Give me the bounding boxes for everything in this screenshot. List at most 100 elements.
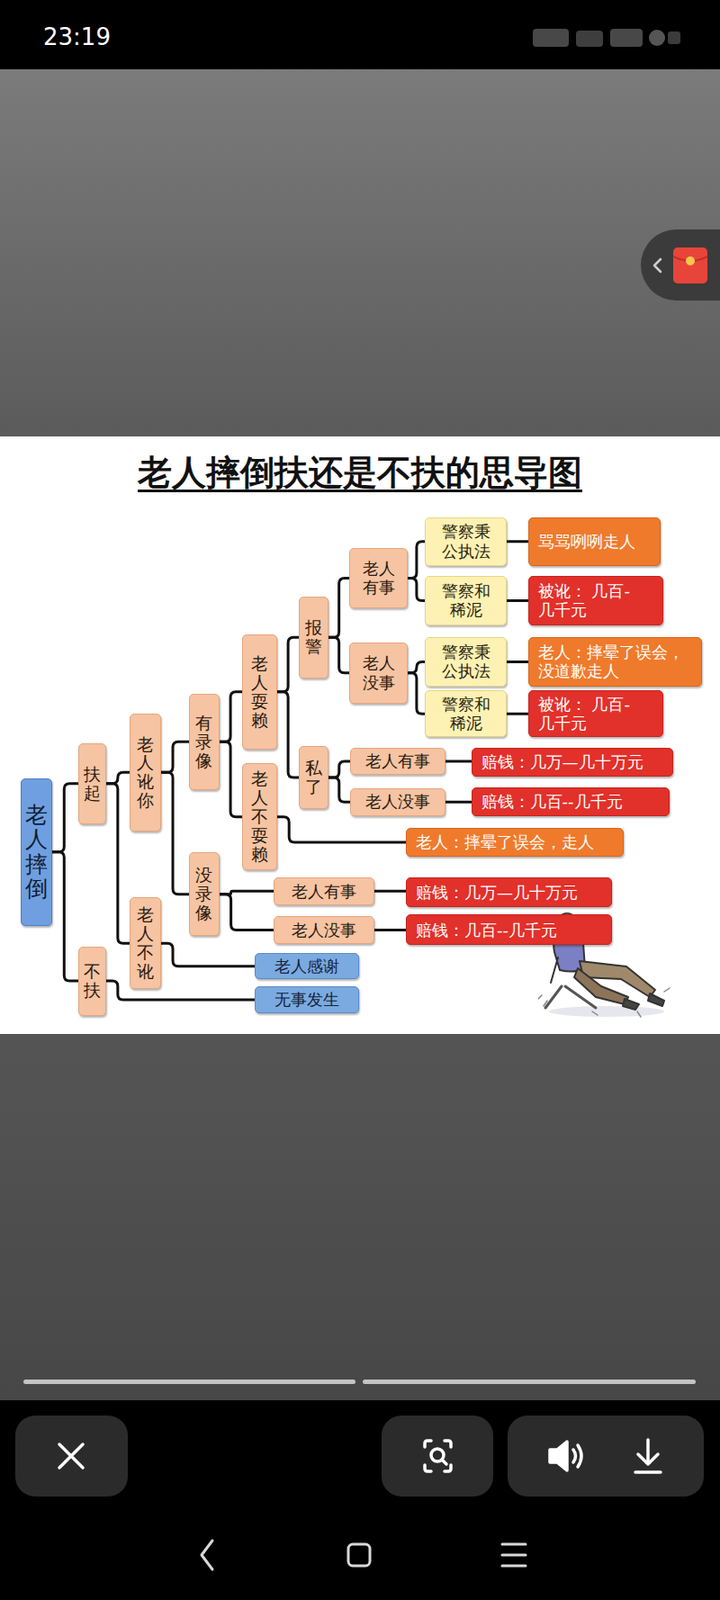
bracket-connector — [219, 894, 274, 931]
vertical-branch-box: 扶起 — [78, 743, 107, 825]
bracket-connector — [277, 692, 299, 778]
node-text: 警察秉 公执法 — [432, 522, 499, 561]
result-box: 老人：摔晕了误会，走人 — [405, 828, 624, 857]
node-text: 赔钱：几万—几十万元 — [415, 882, 578, 903]
bottom-icons — [0, 1400, 720, 1600]
node-text: 被讹： 几百-几千元 — [538, 694, 654, 734]
vertical-branch-box: 老人耍赖 — [242, 634, 279, 750]
node-text: 无事发生 — [274, 990, 340, 1010]
bracket-connector — [219, 692, 243, 743]
vertical-branch-box: 没录像 — [189, 852, 220, 936]
branch-box: 老人 没事 — [349, 642, 408, 704]
branch-box: 警察和 稀泥 — [424, 690, 507, 738]
vertical-branch-box: 有录像 — [189, 693, 220, 792]
node-text: 赔钱：几百--几千元 — [481, 792, 623, 812]
status-icons — [531, 23, 684, 54]
branch-box: 老人有事 — [350, 747, 447, 776]
branch-box: 警察秉 公执法 — [424, 637, 507, 686]
bracket-connector — [445, 760, 471, 762]
node-text: 老人没事 — [291, 920, 357, 941]
vertical-branch-box: 老人摔倒 — [20, 778, 53, 927]
result-box: 被讹： 几百-几千元 — [528, 690, 664, 738]
node-text: 老人不耍赖 — [251, 769, 269, 864]
node-text: 老人讹你 — [136, 735, 154, 811]
branch-box: 老人 有事 — [349, 548, 408, 610]
node-text: 老人有事 — [365, 751, 431, 772]
node-text: 老人：摔晕了误会，走人 — [415, 832, 594, 853]
node-text: 老人 有事 — [357, 558, 400, 598]
node-text: 赔钱：几百--几千元 — [415, 920, 558, 941]
branch-box: 老人没事 — [273, 916, 375, 945]
branch-box: 警察和 稀泥 — [424, 576, 507, 625]
bracket-connector — [106, 981, 255, 1000]
node-text: 老人不讹 — [136, 905, 154, 981]
vertical-branch-box: 私了 — [298, 746, 329, 809]
sound-download-button — [507, 1415, 704, 1497]
node-text: 老人 没事 — [357, 653, 400, 693]
bracket-connector — [328, 637, 351, 674]
bracket-connector — [506, 600, 528, 602]
vertical-branch-box: 老人不耍赖 — [242, 763, 279, 870]
result-box: 赔钱：几万—几十万元 — [471, 747, 674, 778]
bracket-connector — [506, 713, 528, 715]
node-text: 私了 — [305, 758, 323, 797]
branch-box: 警察秉 公执法 — [424, 517, 507, 567]
result-box: 老人：摔晕了误会， 没道歉走人 — [528, 637, 702, 686]
bracket-connector — [161, 741, 189, 773]
bracket-connector — [161, 772, 189, 894]
branch-box: 老人没事 — [350, 788, 447, 817]
branch-box: 老人有事 — [273, 877, 375, 907]
node-text: 老人：摔晕了误会， 没道歉走人 — [538, 642, 693, 682]
result-box: 赔钱：几百--几千元 — [471, 787, 671, 817]
node-text: 没录像 — [195, 865, 213, 923]
result-box: 被讹： 几百-几千元 — [528, 576, 664, 625]
node-text: 不扶 — [83, 962, 101, 1000]
node-text: 老人耍赖 — [251, 654, 269, 730]
bracket-connector — [407, 577, 425, 601]
node-text: 扶起 — [83, 765, 101, 803]
node-text: 警察和 稀泥 — [432, 581, 499, 621]
outcome-box: 老人感谢 — [254, 953, 360, 981]
bracket-connector — [407, 541, 425, 579]
page-indicator — [23, 1379, 356, 1385]
vertical-branch-box: 报警 — [298, 596, 329, 679]
node-text: 警察和 稀泥 — [432, 694, 499, 734]
bracket-connector — [506, 540, 529, 542]
bracket-connector — [219, 891, 274, 894]
bracket-connector — [277, 637, 299, 693]
vertical-branch-box: 不扶 — [78, 946, 107, 1017]
outcome-box: 无事发生 — [254, 986, 360, 1014]
node-text: 老人没事 — [365, 792, 431, 812]
result-box: 赔钱：几百--几千元 — [405, 914, 612, 945]
result-box: 骂骂咧咧走人 — [528, 517, 661, 567]
node-text: 老人有事 — [291, 882, 357, 902]
scan-button — [381, 1415, 494, 1497]
node-text: 骂骂咧咧走人 — [538, 531, 636, 552]
bracket-connector — [506, 661, 528, 663]
bracket-connector — [106, 783, 130, 944]
bracket-connector — [407, 673, 425, 714]
red-packet-icon — [640, 229, 720, 301]
bracket-connector — [106, 772, 130, 783]
bracket-connector — [328, 577, 351, 638]
node-text: 警察秉 公执法 — [432, 642, 499, 682]
node-text: 被讹： 几百-几千元 — [538, 581, 654, 621]
bracket-connector — [407, 661, 425, 673]
node-text: 报警 — [305, 618, 323, 657]
diagram-title: 老人摔倒扶还是不扶的思导图 — [0, 450, 720, 496]
node-text: 赔钱：几万—几十万元 — [481, 752, 644, 773]
node-text: 有录像 — [195, 713, 213, 771]
status-clock: 23:19 — [43, 23, 111, 51]
bracket-connector — [374, 891, 406, 892]
bracket-connector — [161, 943, 255, 966]
grey-backdrop — [0, 69, 720, 437]
bracket-connector — [277, 817, 406, 843]
node-text: 老人摔倒 — [25, 802, 48, 902]
bracket-connector — [52, 783, 79, 853]
bracket-connector — [328, 777, 351, 802]
bracket-connector — [219, 741, 243, 817]
vertical-branch-box: 老人不讹 — [129, 897, 162, 990]
bracket-connector — [445, 801, 471, 803]
bracket-connector — [328, 761, 351, 778]
grey-backdrop — [0, 1034, 720, 1401]
